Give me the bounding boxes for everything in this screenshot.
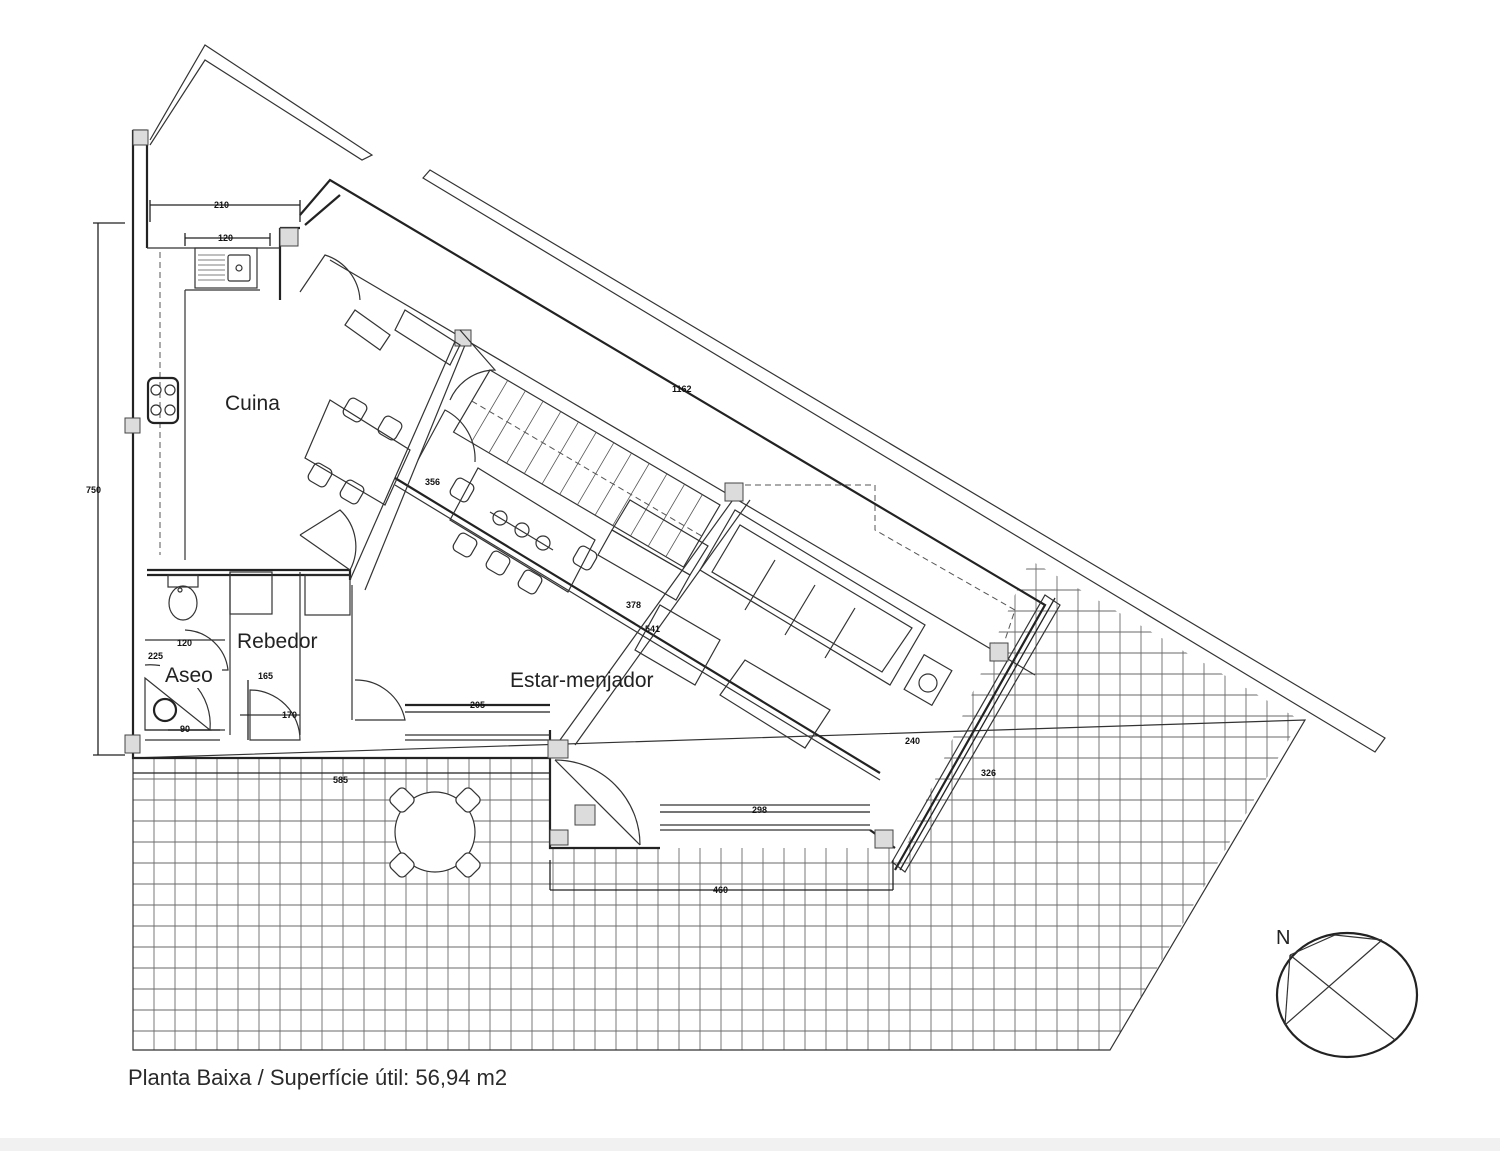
dimension-210: 210: [214, 200, 229, 210]
dimension-170: 170: [282, 710, 297, 720]
dimension-541: 541: [645, 624, 660, 634]
dimension-labels: 210 120 750 1162 356 378 541 120 225 165…: [86, 200, 996, 895]
building-walls: [131, 129, 1061, 873]
furniture: [144, 247, 953, 878]
dimension-585: 585: [333, 775, 348, 785]
dimension-120-aseo: 120: [177, 638, 192, 648]
dimension-298: 298: [752, 805, 767, 815]
dimension-120-sink: 120: [218, 233, 233, 243]
dimension-378: 378: [626, 600, 641, 610]
dimension-225: 225: [148, 651, 163, 661]
room-label-cuina: Cuina: [225, 392, 280, 415]
dimension-750: 750: [86, 485, 101, 495]
staircase: [452, 369, 721, 568]
room-label-estar-menjador: Estar-menjador: [510, 669, 654, 692]
terrace-tiles: [133, 560, 1300, 1050]
north-label: N: [1276, 927, 1290, 949]
upper-floor-projection: [745, 484, 1016, 641]
plan-caption: Planta Baixa / Superfície útil: 56,94 m2: [128, 1065, 507, 1090]
dimension-90: 90: [180, 724, 190, 734]
structural-columns: [124, 129, 1009, 849]
room-label-aseo: Aseo: [165, 664, 213, 687]
terrace-outline: [132, 719, 1307, 1051]
site-boundary-nw: [149, 44, 374, 161]
dimension-205: 205: [470, 700, 485, 710]
dimension-356: 356: [425, 477, 440, 487]
site-boundary-ne: [422, 169, 1386, 753]
dimension-165: 165: [258, 671, 273, 681]
dimension-326: 326: [981, 768, 996, 778]
north-compass: N: [1275, 927, 1419, 1059]
dimension-1162: 1162: [672, 384, 692, 394]
dimension-lines: [93, 200, 1056, 891]
room-label-rebedor: Rebedor: [237, 630, 318, 653]
dimension-240: 240: [905, 736, 920, 746]
dimension-460: 460: [713, 885, 728, 895]
